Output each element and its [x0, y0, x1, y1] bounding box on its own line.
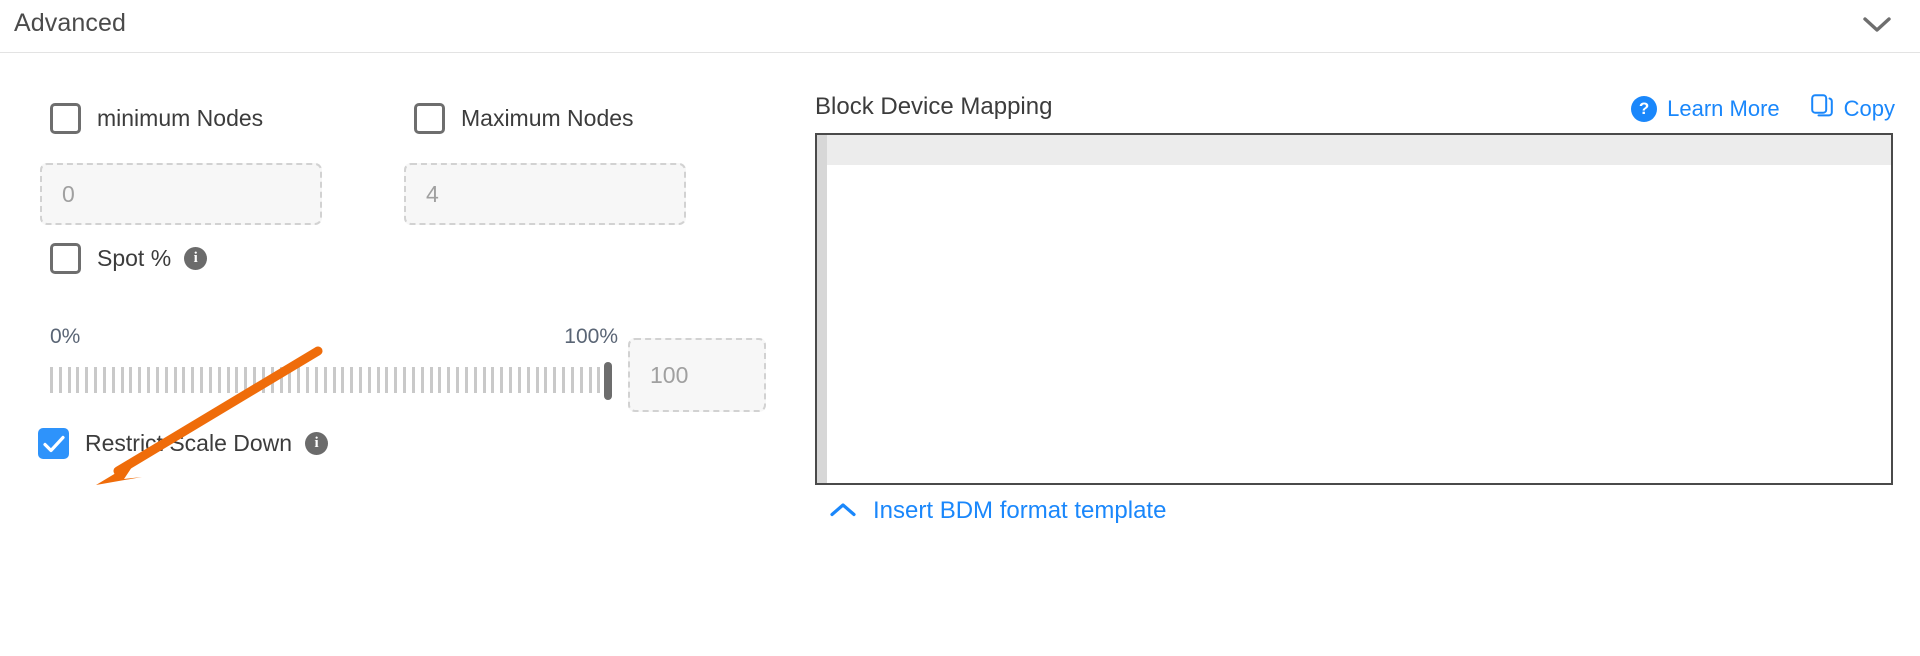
max-nodes-input[interactable]: 4 [404, 163, 686, 225]
block-device-mapping-column: Block Device Mapping ? Learn More Copy [815, 53, 1920, 656]
min-nodes-checkbox[interactable] [50, 103, 81, 134]
spot-percent-label: Spot % [97, 245, 172, 271]
slider-scale: 0% 100% [50, 325, 618, 351]
bdm-code-editor[interactable] [815, 133, 1893, 485]
max-nodes-row: Maximum Nodes [414, 103, 634, 134]
restrict-scale-down-row: Restrict Scale Down i [38, 428, 329, 459]
min-nodes-input[interactable]: 0 [40, 163, 322, 225]
slider-ticks [50, 367, 610, 393]
question-mark-icon: ? [1631, 95, 1658, 122]
info-icon[interactable]: i [184, 247, 208, 270]
copy-button[interactable]: Copy [1810, 93, 1895, 124]
block-device-mapping-title: Block Device Mapping [815, 93, 1053, 120]
spot-percent-slider-group: 0% 100% [50, 325, 618, 400]
insert-bdm-template-link[interactable]: Insert BDM format template [829, 497, 1166, 525]
slider-max-label: 100% [564, 325, 618, 348]
copy-label: Copy [1843, 95, 1895, 121]
max-nodes-checkbox[interactable] [414, 103, 445, 134]
spot-percent-row: Spot % i [50, 243, 208, 274]
spot-percent-checkbox[interactable] [50, 243, 81, 274]
spot-percent-value-input[interactable]: 100 [628, 338, 766, 412]
chevron-up-icon [829, 497, 857, 525]
min-nodes-row: minimum Nodes [50, 103, 263, 134]
code-editor-gutter [817, 135, 827, 483]
chevron-down-icon[interactable] [1860, 10, 1894, 40]
copy-icon [1810, 93, 1834, 124]
learn-more-link[interactable]: ? Learn More [1631, 95, 1780, 122]
left-settings-column: minimum Nodes Maximum Nodes 0 4 Spot % i… [0, 53, 800, 656]
slider-thumb[interactable] [604, 362, 612, 400]
restrict-scale-down-label: Restrict Scale Down [85, 430, 293, 456]
spot-percent-slider[interactable] [50, 362, 618, 400]
section-header[interactable]: Advanced [0, 0, 1920, 53]
restrict-scale-down-checkbox[interactable] [38, 428, 69, 459]
insert-bdm-template-label: Insert BDM format template [873, 497, 1167, 524]
info-icon[interactable]: i [305, 432, 329, 455]
page-title: Advanced [14, 9, 126, 37]
learn-more-label: Learn More [1667, 95, 1780, 121]
bdm-actions: ? Learn More Copy [1631, 93, 1895, 124]
slider-min-label: 0% [50, 325, 81, 348]
max-nodes-label: Maximum Nodes [461, 105, 634, 131]
min-nodes-label: minimum Nodes [97, 105, 264, 131]
code-editor-header [817, 135, 1891, 165]
code-editor-content[interactable] [831, 167, 1891, 483]
